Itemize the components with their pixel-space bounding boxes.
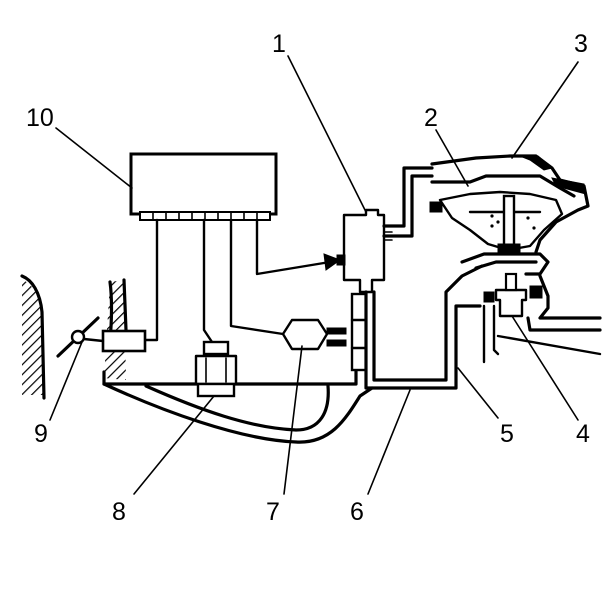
callout-1: 1: [272, 30, 286, 58]
callout-2: 2: [424, 104, 438, 132]
callout-10: 10: [26, 104, 54, 132]
control-module: [129, 152, 278, 221]
threaded-fitting: [194, 340, 238, 398]
callout-8: 8: [112, 498, 126, 526]
callout-9: 9: [34, 420, 48, 448]
callout-3: 3: [574, 30, 588, 58]
position-sensor: [56, 316, 147, 358]
callout-6: 6: [350, 498, 364, 526]
base-frame: [102, 362, 374, 444]
callout-4: 4: [576, 420, 590, 448]
leader-lines: [49, 55, 579, 495]
solenoid: [336, 208, 393, 294]
wiring-harness: [142, 218, 342, 344]
vacuum-lines: [350, 166, 484, 390]
callout-5: 5: [500, 420, 514, 448]
callout-7: 7: [266, 498, 280, 526]
control-valve: [281, 318, 347, 351]
vacuum-actuator: [429, 154, 602, 364]
callouts: 1 2 3 4 5 6 7 8 9 10: [26, 30, 590, 526]
